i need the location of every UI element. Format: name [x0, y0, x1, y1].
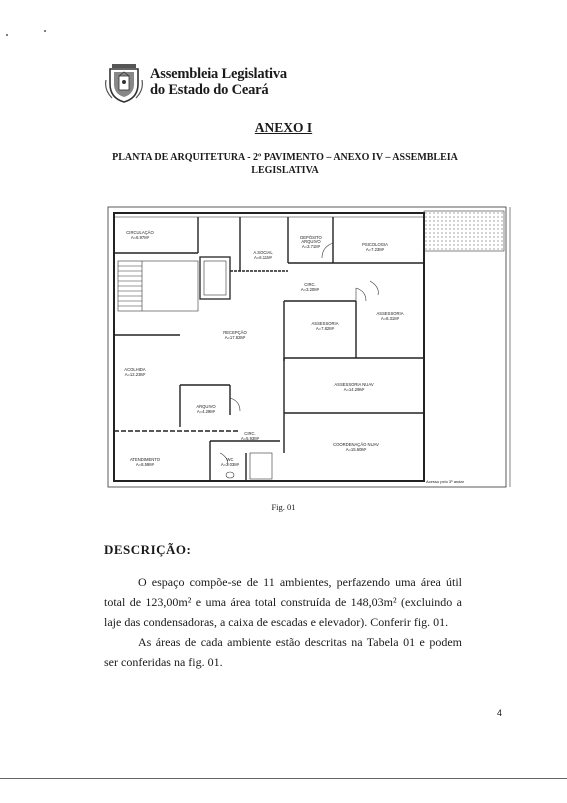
- room-label: COORDENAÇÃO NUAV: [333, 442, 379, 447]
- room-area: A=2.03M²: [221, 462, 240, 467]
- subtitle-line1: PLANTA DE ARQUITETURA - 2º PAVIMENTO – A…: [112, 152, 458, 163]
- room-label: PSICOLOGIA: [362, 242, 388, 247]
- room-area: A=8.59M²: [136, 462, 155, 467]
- room-label: ASSESSORIA: [377, 311, 404, 316]
- room-area: A=6.11M²: [254, 255, 273, 260]
- description-paragraph-2: As áreas de cada ambiente estão descrita…: [104, 635, 462, 669]
- plan-subtitle: PLANTA DE ARQUITETURA - 2º PAVIMENTO – A…: [110, 151, 460, 177]
- room-label: ASSESSORIA: [312, 321, 339, 326]
- room-area: A=15.60M²: [346, 447, 367, 452]
- access-note: Acesso pelo 3º andar: [426, 479, 465, 484]
- room-label: A.SOCIAL: [253, 250, 273, 255]
- description-paragraph-1: O espaço compõe-se de 11 ambientes, perf…: [104, 575, 462, 629]
- room-label: DEPÓSITO: [300, 235, 322, 240]
- room-area: A=4.29M²: [197, 409, 216, 414]
- header: Assembleia Legislativa do Estado do Cear…: [104, 60, 287, 104]
- room-area: A=3.20M²: [301, 287, 320, 292]
- page-number: 4: [497, 708, 503, 718]
- room-area: A=17.82M²: [225, 335, 246, 340]
- annex-title: ANEXO I: [254, 120, 313, 135]
- room-label: ACOLHIDA: [124, 367, 146, 372]
- room-label: CIRC.: [304, 282, 315, 287]
- org-name-line2: do Estado do Ceará: [150, 82, 269, 98]
- coat-of-arms-icon: [105, 64, 143, 103]
- subtitle-line2: LEGISLATIVA: [251, 165, 319, 176]
- room-label: WC: [227, 457, 234, 462]
- floor-plan: CIRCULAÇÃO A=6.97M² A.SOCIAL A=6.11M² DE…: [107, 206, 511, 488]
- room-label: ARQUIVO: [196, 404, 216, 409]
- figure-caption: Fig. 01: [271, 502, 296, 512]
- org-name-line1: Assembleia Legislativa: [150, 66, 287, 82]
- room-area: A=5.93M²: [241, 436, 260, 441]
- room-area: A=7.82M²: [316, 326, 335, 331]
- room-label: ARQUIVO: [301, 239, 321, 244]
- room-label: ATENDIMENTO: [130, 457, 161, 462]
- scan-speck: [6, 34, 8, 36]
- room-area: A=3.71M²: [302, 244, 321, 249]
- room-label: CIRCULAÇÃO: [126, 230, 154, 235]
- room-area: A=6.97M²: [131, 235, 150, 240]
- room-area: A=12.23M²: [125, 372, 146, 377]
- room-area: A=7.23M²: [366, 247, 385, 252]
- footer-rule: [0, 778, 567, 779]
- room-label: CIRC.: [244, 431, 255, 436]
- room-area: A=8.31M²: [381, 316, 400, 321]
- room-label: ASSESSORIA NUAV: [334, 382, 373, 387]
- room-area: A=14.29M²: [344, 387, 365, 392]
- room-label: RECEPÇÃO: [223, 330, 247, 335]
- scan-speck: [44, 30, 46, 32]
- description-heading: DESCRIÇÃO:: [104, 542, 192, 557]
